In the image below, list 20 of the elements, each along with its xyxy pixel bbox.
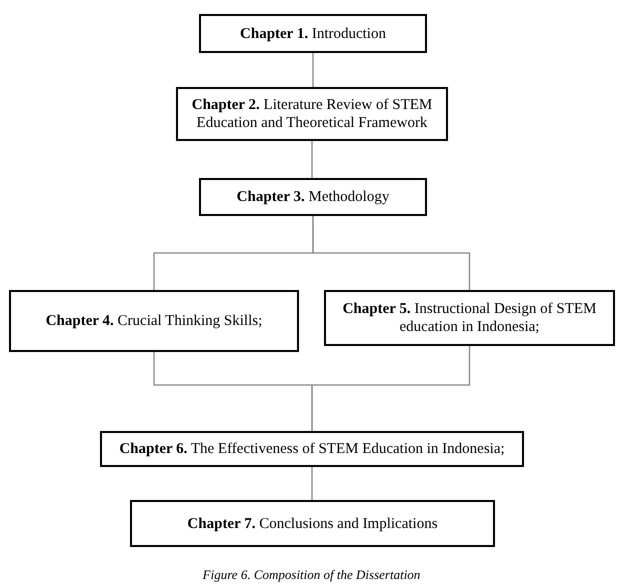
chapter-box (9, 290, 299, 352)
chapter-title: Chapter 6. The Effectiveness of STEM Education in Indonesia; (119, 440, 505, 458)
connector-line (312, 53, 314, 87)
chapter-title: Chapter 4. Crucial Thinking Skills; (46, 312, 262, 330)
figure-caption: Figure 6. Composition of the Dissertation (202, 567, 422, 583)
chapter-box (199, 178, 427, 216)
connector-line (312, 216, 470, 290)
connector-line (311, 141, 313, 178)
chapter-box (100, 431, 524, 467)
chapter-box (176, 87, 448, 141)
chapter-title: Chapter 7. Conclusions and Implications (187, 514, 438, 532)
chapter-box (130, 500, 495, 547)
chapter-title: Chapter 3. Methodology (236, 188, 390, 206)
connector-line (311, 346, 470, 431)
chapter-title: Chapter 5. Instructional Design of STEM education in Indonesia; (342, 300, 598, 336)
connector-line (311, 467, 313, 500)
chapter-title: Chapter 1. Introduction (240, 24, 386, 42)
chapter-title: Chapter 2. Literature Review of STEM Education and Theoretical Framework (190, 96, 434, 132)
chapter-box (199, 14, 427, 53)
chapter-box (324, 290, 615, 346)
